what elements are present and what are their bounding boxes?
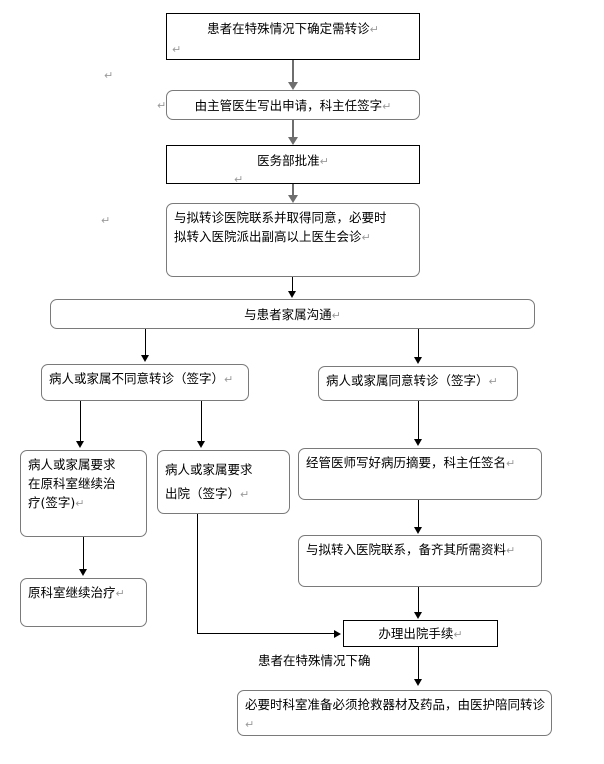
node-agree-referral-label: 病人或家属同意转诊（签字） (326, 373, 489, 388)
node-contact-hospital-line2-wrap: 拟转入医院派出副高以上医生会诊↵ (174, 227, 413, 247)
connector-n5-n7 (418, 329, 419, 358)
node-disagree-referral: 病人或家属不同意转诊（签字）↵ (41, 364, 249, 401)
connector-n9-n13-horizontal (197, 633, 335, 634)
connector-n4-n5 (292, 277, 293, 292)
stray-caption-text: 患者在特殊情况下确 (258, 653, 371, 668)
pilcrow-icon: ↵ (369, 23, 379, 36)
pilcrow-icon: ↵ (453, 628, 463, 641)
pilcrow-icon: ↵ (234, 173, 244, 186)
arrow-down-icon (288, 137, 298, 145)
connector-n12-n13 (418, 587, 419, 613)
node-doctor-application-label: 由主管医生写出申请，科主任签字 (194, 98, 383, 113)
arrow-down-icon (288, 195, 298, 203)
pilcrow-icon: ↵ (157, 99, 167, 112)
connector-n13-n14 (418, 647, 419, 680)
connector-n3-n4 (292, 184, 294, 196)
arrow-down-icon (414, 357, 422, 364)
arrow-down-icon (79, 569, 87, 576)
pilcrow-icon: ↵ (382, 100, 392, 113)
pilcrow-icon: ↵ (506, 457, 516, 470)
node-prepare-materials-label: 与拟转入医院联系，备齐其所需资料 (306, 542, 507, 557)
connector-n2-n3 (292, 120, 294, 138)
arrow-down-icon (141, 355, 149, 362)
node-prepare-materials: 与拟转入医院联系，备齐其所需资料↵ (298, 535, 542, 587)
pilcrow-icon: ↵ (75, 497, 85, 510)
pilcrow-icon: ↵ (240, 488, 250, 501)
node-write-case-summary: 经管医师写好病历摘要，科主任签名↵ (298, 448, 542, 500)
node-request-discharge: 病人或家属要求 出院（签字）↵ (157, 450, 290, 514)
arrow-down-icon (414, 612, 422, 619)
node-discharge-procedure-label: 办理出院手续 (378, 626, 454, 641)
node-request-discharge-line2-wrap: 出院（签字）↵ (165, 482, 283, 507)
node-write-case-summary-label: 经管医师写好病历摘要，科主任签名 (306, 455, 507, 470)
arrow-down-icon (197, 441, 205, 448)
node-continue-treatment: 原科室继续治疗↵ (20, 578, 147, 627)
node-request-continue-treatment: 病人或家属要求 在原科室继续治 疗(签字)↵ (20, 450, 147, 537)
pilcrow-icon: ↵ (115, 587, 125, 600)
node-contact-hospital: 与拟转诊医院联系并取得同意，必要时 拟转入医院派出副高以上医生会诊↵ (166, 203, 420, 277)
arrow-down-icon (414, 527, 422, 534)
connector-n5-n6 (145, 329, 146, 356)
node-prepare-rescue-equipment-label: 必要时科室准备必须抢救器材及药品，由医护陪同转诊 (245, 697, 546, 712)
node-medical-dept-approval-label: 医务部批准 (257, 153, 320, 168)
node-continue-treatment-label: 原科室继续治疗 (28, 585, 116, 600)
pilcrow-icon: ↵ (331, 309, 341, 322)
node-doctor-application: 由主管医生写出申请，科主任签字↵ (166, 90, 420, 120)
node-prepare-rescue-equipment: 必要时科室准备必须抢救器材及药品，由医护陪同转诊 ↵ (237, 690, 552, 736)
node-referral-needed-label: 患者在特殊情况下确定需转诊 (207, 21, 370, 36)
pilcrow-icon: ↵ (224, 373, 234, 386)
node-agree-referral: 病人或家属同意转诊（签字）↵ (318, 366, 518, 401)
node-request-continue-treatment-line3-wrap: 疗(签字)↵ (28, 493, 140, 513)
connector-n9-n13-vertical (197, 514, 198, 634)
node-request-discharge-line2: 出院（签字） (165, 486, 241, 501)
connector-n6-n9 (201, 401, 202, 442)
node-request-continue-treatment-line1: 病人或家属要求 (28, 457, 116, 472)
node-referral-needed: 患者在特殊情况下确定需转诊↵ (166, 13, 420, 60)
pilcrow-icon: ↵ (101, 214, 111, 227)
node-request-discharge-line1: 病人或家属要求 (165, 462, 253, 477)
arrow-down-icon (76, 441, 84, 448)
arrow-down-icon (414, 679, 422, 686)
arrow-right-icon (334, 630, 341, 638)
arrow-down-icon (288, 82, 298, 90)
node-request-continue-treatment-line3: 疗(签字) (28, 495, 76, 510)
arrow-down-icon (288, 291, 296, 298)
pilcrow-icon: ↵ (506, 544, 516, 557)
node-discharge-procedure: 办理出院手续↵ (343, 620, 498, 647)
connector-n6-n8 (80, 401, 81, 442)
node-communicate-family: 与患者家属沟通↵ (50, 299, 535, 329)
pilcrow-icon: ↵ (319, 155, 329, 168)
pilcrow-icon: ↵ (172, 43, 182, 56)
connector-n10-n12 (418, 500, 419, 528)
connector-n1-n2 (292, 60, 294, 84)
connector-n7-n10 (418, 401, 419, 440)
pilcrow-icon: ↵ (488, 375, 498, 388)
pilcrow-icon: ↵ (104, 69, 114, 82)
node-medical-dept-approval: 医务部批准↵ (166, 145, 420, 184)
pilcrow-icon: ↵ (245, 718, 255, 731)
connector-n8-n11 (83, 537, 84, 570)
arrow-down-icon (414, 439, 422, 446)
node-request-continue-treatment-line2: 在原科室继续治 (28, 476, 116, 491)
node-contact-hospital-line1: 与拟转诊医院联系并取得同意，必要时 (174, 210, 387, 225)
node-contact-hospital-line2: 拟转入医院派出副高以上医生会诊 (174, 229, 362, 244)
pilcrow-icon: ↵ (361, 231, 371, 244)
node-communicate-family-label: 与患者家属沟通 (244, 307, 332, 322)
node-disagree-referral-label: 病人或家属不同意转诊（签字） (49, 371, 225, 386)
